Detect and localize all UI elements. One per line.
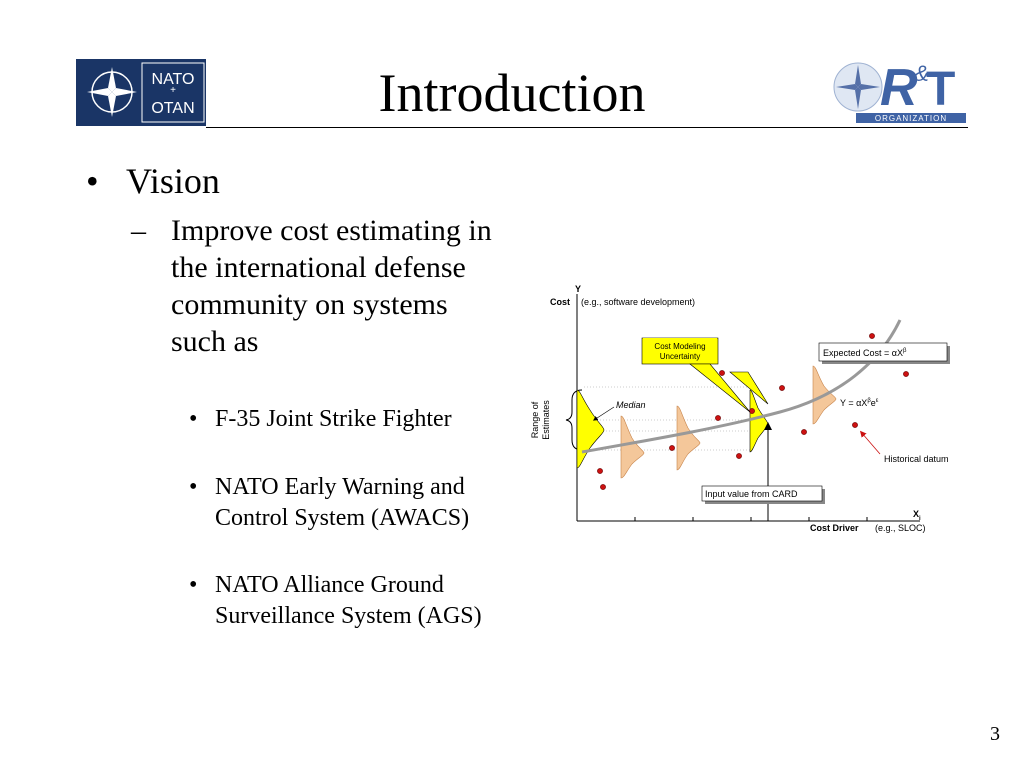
median-arrow <box>592 406 615 421</box>
data-point <box>903 371 909 377</box>
bullet-dot-icon: • <box>189 572 198 598</box>
svg-text:+: + <box>170 85 176 96</box>
data-point <box>719 370 725 376</box>
svg-text:Xi: Xi <box>913 509 921 522</box>
input-value-box <box>701 485 823 502</box>
expected-cost-text: Expected Cost = αX <box>823 348 903 358</box>
input-value-label: Input value from CARD <box>705 489 798 499</box>
x-axis-label: (e.g., SLOC) <box>875 523 926 533</box>
nato-compass-icon <box>87 67 137 117</box>
distribution-2 <box>676 405 701 471</box>
y-axis-label-bold: Cost <box>550 297 570 307</box>
historical-datum-label: Historical datum <box>884 454 949 464</box>
equation-sup1: β <box>867 398 871 404</box>
title-divider <box>206 127 968 128</box>
range-label-2: Estimates <box>541 400 551 440</box>
dash-icon: – <box>131 214 146 247</box>
x-axis-letter: X <box>913 509 919 519</box>
svg-text:Y = αXβeε: Y = αXβeε <box>840 398 879 408</box>
expected-cost-sup: β <box>903 348 907 354</box>
svg-text:&: & <box>914 61 929 86</box>
cost-modeling-label-1: Cost Modeling <box>654 342 705 351</box>
equation-sup2: ε <box>876 398 879 404</box>
data-point <box>715 415 721 421</box>
rto-logo: R & T ORGANIZATION <box>826 55 966 125</box>
slide-title: Introduction <box>378 63 646 123</box>
equation-e: e <box>871 398 876 408</box>
expected-cost-box <box>818 342 948 362</box>
distribution-1 <box>620 415 645 479</box>
bullet-vision-text: Vision <box>126 161 220 201</box>
nato-logo-line2: OTAN <box>151 100 194 117</box>
svg-text:R: R <box>880 59 918 117</box>
equation-main: Y = αX <box>840 398 867 408</box>
rto-logo-text: ORGANIZATION <box>875 114 947 123</box>
bullet-dot-icon: • <box>189 406 198 432</box>
cost-estimation-diagram: Y Cost (e.g., software development) Rang… <box>530 284 950 533</box>
data-point <box>600 484 606 490</box>
rto-compass-icon <box>833 62 883 112</box>
data-point <box>597 468 603 474</box>
svg-text:Expected Cost = αXβ: Expected Cost = αXβ <box>823 348 907 358</box>
x-axis-sub: i <box>919 516 921 522</box>
y-axis-letter: Y <box>575 284 581 294</box>
list-item-text: F-35 Joint Strike Fighter <box>215 406 452 432</box>
svg-text:T: T <box>926 63 955 116</box>
regression-curve <box>581 319 902 454</box>
median-label: Median <box>616 400 646 410</box>
median-distribution <box>576 389 605 469</box>
data-point <box>801 429 807 435</box>
data-point <box>779 385 785 391</box>
nato-logo: NATO + OTAN <box>76 59 206 126</box>
list-item-text: NATO Alliance Ground Surveillance System… <box>215 572 482 629</box>
range-label-1: Range of <box>530 401 540 438</box>
x-axis-label-bold: Cost Driver <box>810 523 859 533</box>
data-point <box>749 408 755 414</box>
data-point <box>736 453 742 459</box>
data-point <box>869 333 875 339</box>
cost-modeling-label-2: Uncertainty <box>660 352 700 361</box>
list-item-text: NATO Early Warning and Control System (A… <box>215 474 470 531</box>
historical-datum-arrow <box>859 430 881 455</box>
page-number: 3 <box>990 723 1000 745</box>
data-point <box>669 445 675 451</box>
range-brace <box>565 389 583 451</box>
bullet-dot-icon: • <box>86 161 99 201</box>
nato-logo-line1: NATO <box>152 71 195 88</box>
y-axis-label: (e.g., software development) <box>581 297 695 307</box>
data-point <box>852 422 858 428</box>
bullet-dot-icon: • <box>189 474 198 500</box>
sub-bullet-improve-text: Improve cost estimating in the internati… <box>171 214 492 358</box>
